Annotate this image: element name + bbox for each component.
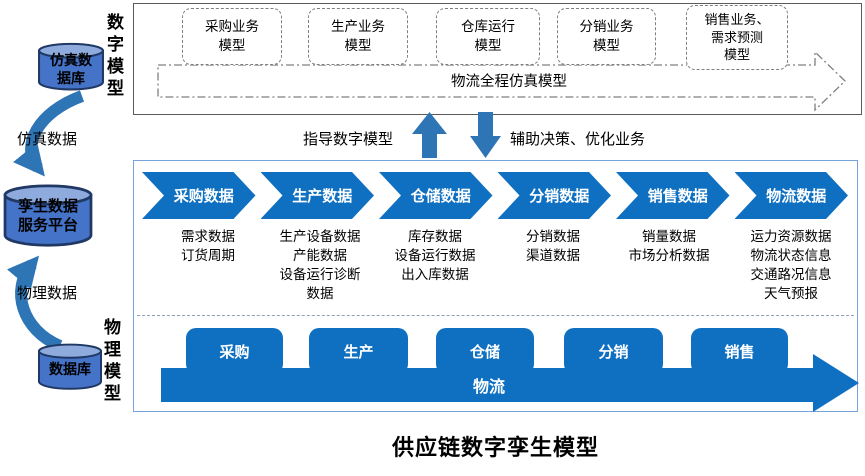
model-box-sales-forecast: 销售业务、 需求预测 模型 (686, 5, 788, 70)
data-items-production: 生产设备数据产能数据 设备运行诊断数据 (279, 229, 361, 301)
assist-decision-label: 辅助决策、优化业务 (510, 131, 646, 148)
simulation-arrow-label: 物流全程仿真模型 (451, 74, 567, 90)
physical-data-curved-arrow-icon (6, 255, 63, 352)
database-cylinder-icon (37, 343, 103, 390)
phys-box-distribution: 分销 (564, 328, 663, 374)
data-items-sales: 销量数据市场分析数据 (628, 229, 710, 263)
physical-data-label: 物理数据 (17, 285, 78, 302)
data-items-procurement: 需求数据订货周期 (181, 229, 235, 263)
phys-box-sales: 销售 (691, 328, 788, 374)
chevron-warehouse-data: 仓储数据 (379, 172, 493, 219)
model-box-warehouse: 仓库运行 模型 (436, 8, 540, 65)
sim-database-label: 仿真数 据库 (50, 52, 92, 86)
data-items-logistics: 运力资源数据物流状态信息 交通路况信息天气预报 (750, 229, 832, 301)
diagram-title: 供应链数字孪生模型 (391, 435, 599, 460)
model-box-production: 生产业务 模型 (308, 8, 408, 65)
digital-model-container (133, 3, 862, 115)
assist-down-arrow-icon (470, 112, 501, 158)
layer-divider (137, 315, 854, 316)
chevron-sales-data: 销售数据 (616, 172, 730, 219)
guide-up-arrow-icon (412, 112, 447, 158)
guide-digital-model-label: 指导数字模型 (303, 131, 394, 148)
chevron-production-data: 生产数据 (261, 172, 375, 219)
chevron-logistics-data: 物流数据 (735, 172, 849, 219)
twin-data-container: 采购数据 生产数据 仓储数据 分销数据 销售数据 物流数据 需求数据订货周期 生… (133, 160, 859, 412)
full-process-simulation-arrow-icon (157, 50, 846, 112)
sim-data-label: 仿真数据 (17, 131, 78, 148)
physical-model-side-label: 物理模型 (101, 318, 120, 406)
model-box-distribution: 分销业务 模型 (557, 8, 656, 65)
data-items-distribution: 分销数据渠道数据 (526, 229, 580, 263)
twin-platform-label: 孪生数据 服务平台 (17, 198, 78, 234)
data-items-warehouse: 库存数据设备运行数据 出入库数据 (394, 229, 476, 282)
sim-database-cylinder-icon (38, 42, 104, 91)
database-label: 数据库 (49, 361, 91, 377)
phys-box-procurement: 采购 (186, 328, 283, 374)
data-chevron-row: 采购数据 生产数据 仓储数据 分销数据 销售数据 物流数据 (142, 172, 848, 219)
digital-model-side-label: 数字模型 (104, 13, 123, 101)
logistics-flow-label: 物流 (472, 379, 505, 396)
chevron-procurement-data: 采购数据 (142, 172, 256, 219)
chevron-distribution-data: 分销数据 (498, 172, 612, 219)
phys-box-warehouse: 仓储 (436, 328, 534, 374)
phys-box-production: 生产 (309, 328, 408, 374)
model-box-procurement: 采购业务 模型 (182, 8, 282, 65)
twin-platform-cylinder-icon (3, 184, 93, 247)
